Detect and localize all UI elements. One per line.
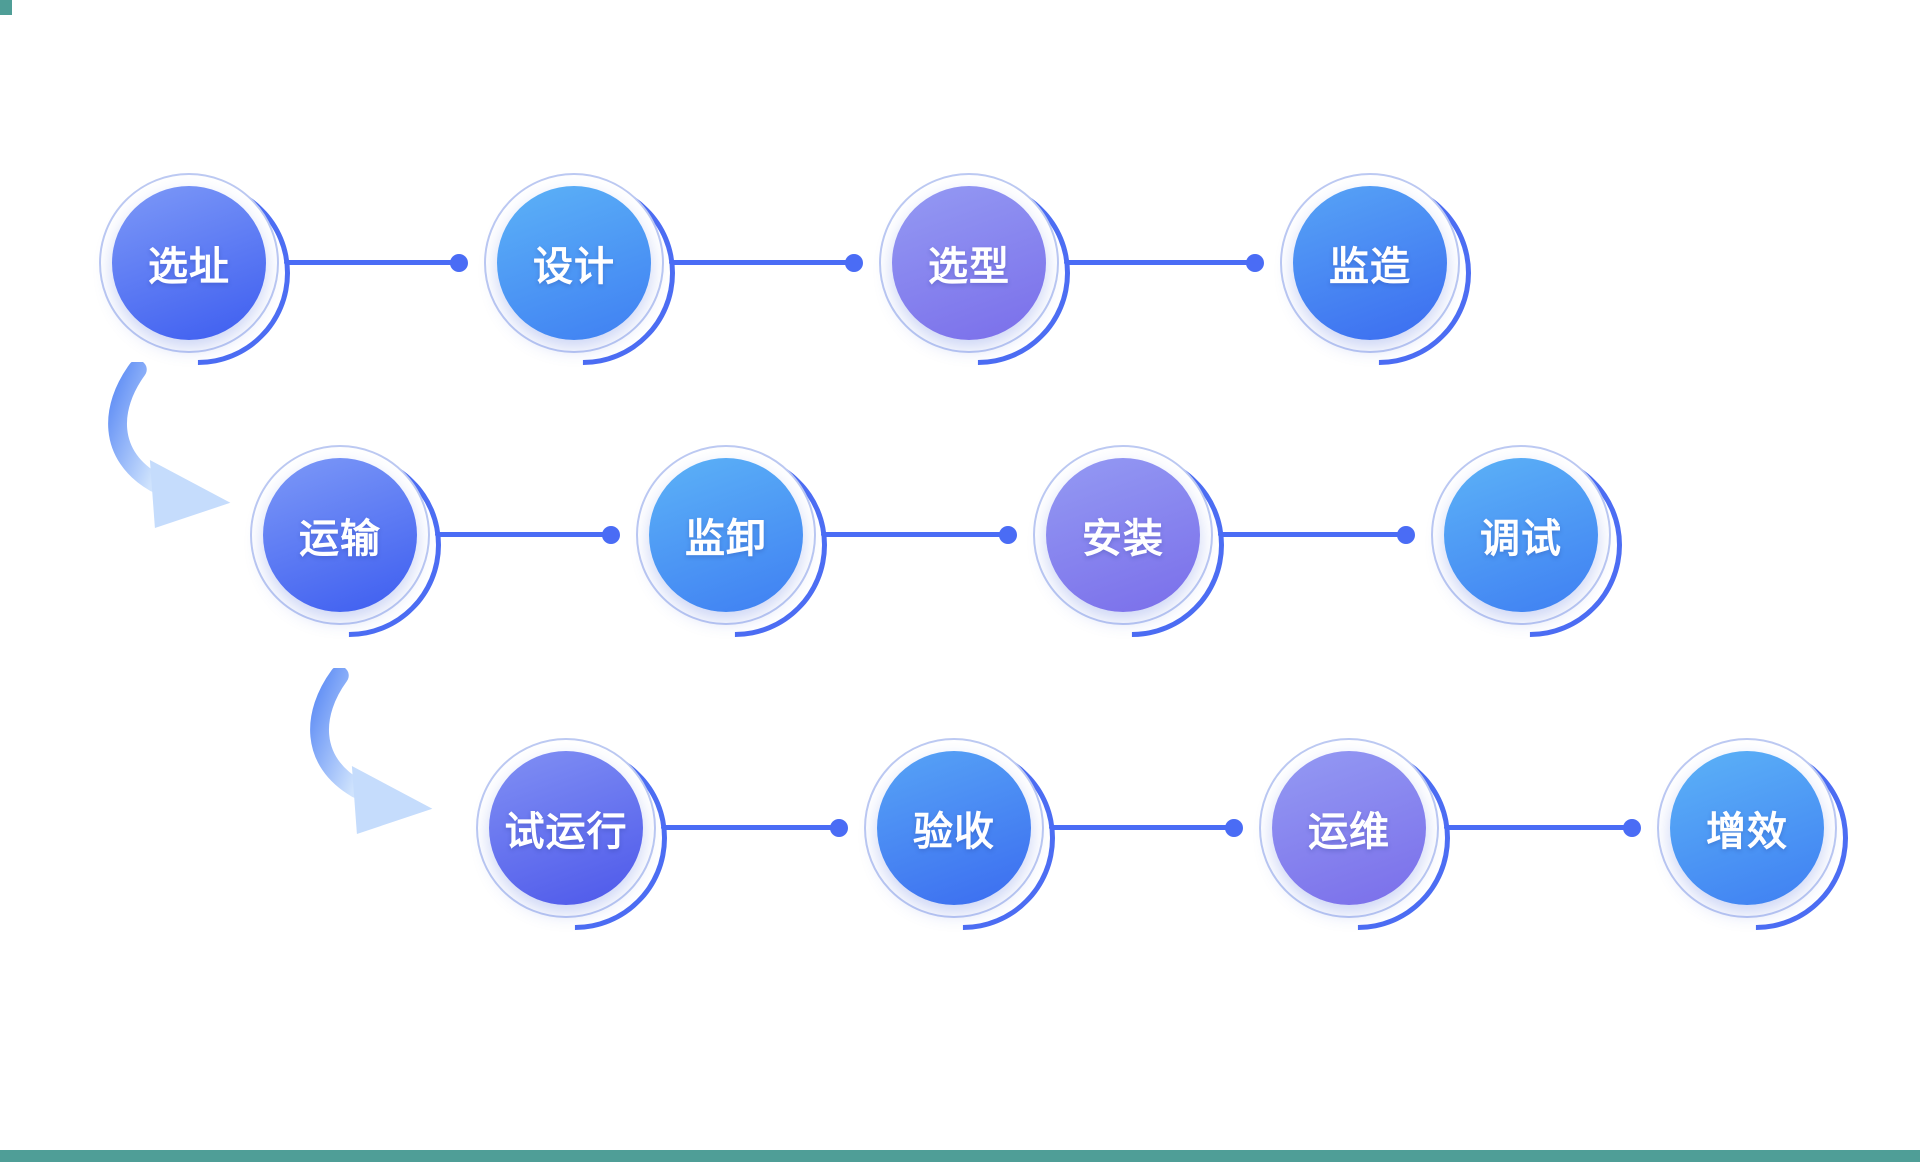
node-label: 安装 [1082,517,1164,561]
node-label: 运输 [299,517,381,561]
node-circle: 试运行 [489,751,643,905]
flow-node-acceptance: 验收 [832,707,1094,969]
node-label: 运维 [1308,810,1390,854]
connector-dot [1225,819,1243,837]
node-label: 调试 [1480,517,1562,561]
connector-line [1049,825,1234,830]
flow-node-supervision: 监造 [1248,142,1510,404]
curved-arrow-icon [104,360,236,538]
connector-dot [845,254,863,272]
connector-line [284,260,459,265]
flow-node-unloading: 监卸 [604,414,866,676]
connector-line [821,532,1008,537]
connector-line [1064,260,1255,265]
node-label: 设计 [533,245,615,289]
node-label: 监卸 [685,517,767,561]
node-circle: 监造 [1293,186,1447,340]
connector-line [1218,532,1406,537]
connector-line [1444,825,1632,830]
flow-node-commissioning: 调试 [1399,414,1661,676]
flow-node-operation-maintenance: 运维 [1227,707,1489,969]
node-circle: 运输 [263,458,417,612]
connector-dot [999,526,1017,544]
connector-line [435,532,611,537]
flow-node-design: 设计 [452,142,714,404]
node-label: 增效 [1706,810,1788,854]
bottom-edge-strip [0,1150,1920,1162]
node-label: 选址 [148,245,230,289]
flow-node-type-selection: 选型 [847,142,1109,404]
node-label: 选型 [928,245,1010,289]
connector-dot [1246,254,1264,272]
connector-dot [1623,819,1641,837]
connector-dot [830,819,848,837]
top-left-fragment [0,0,12,15]
flow-node-installation: 安装 [1001,414,1263,676]
curved-arrow-icon [306,666,438,844]
node-label: 试运行 [504,810,628,854]
node-circle: 调试 [1444,458,1598,612]
node-circle: 增效 [1670,751,1824,905]
flow-node-transport: 运输 [218,414,480,676]
connector-line [661,825,839,830]
node-circle: 选型 [892,186,1046,340]
connector-dot [1397,526,1415,544]
node-circle: 安装 [1046,458,1200,612]
node-circle: 设计 [497,186,651,340]
flow-node-trial-run: 试运行 [444,707,706,969]
connector-dot [450,254,468,272]
node-circle: 选址 [112,186,266,340]
node-label: 验收 [913,810,995,854]
flow-node-efficiency-gain: 增效 [1625,707,1887,969]
connector-dot [602,526,620,544]
node-label: 监造 [1329,245,1411,289]
flow-node-site-selection: 选址 [67,142,329,404]
node-circle: 监卸 [649,458,803,612]
node-circle: 验收 [877,751,1031,905]
node-circle: 运维 [1272,751,1426,905]
connector-line [669,260,854,265]
